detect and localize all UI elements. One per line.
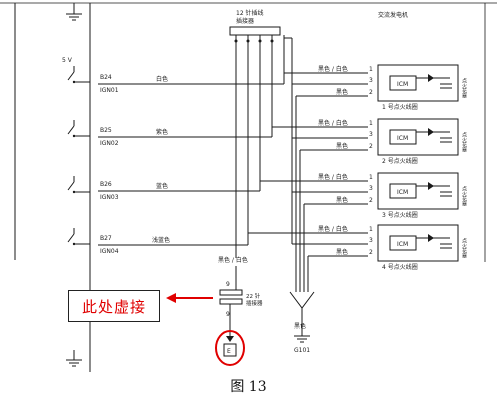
- svg-text:点火花塞: 点火花塞: [461, 78, 467, 98]
- circuit-code: B27: [100, 235, 112, 242]
- svg-text:2: 2: [369, 197, 373, 204]
- terminal-label: E: [227, 348, 231, 355]
- wire-color: 蓝色: [156, 182, 168, 190]
- svg-text:点火花塞: 点火花塞: [461, 186, 467, 206]
- svg-text:22 针: 22 针: [246, 292, 261, 300]
- svg-text:1: 1: [369, 174, 373, 181]
- coil-module-4: 黑色 / 白色 黑色 1 3 2 ICM 4 号点火线圈 点火花塞: [248, 224, 467, 271]
- switch-icon: [67, 66, 90, 246]
- svg-text:插接器: 插接器: [246, 299, 263, 307]
- fuse-label: 5 V: [62, 57, 73, 64]
- wire-color: 浅蓝色: [152, 236, 170, 244]
- svg-text:4 号点火线圈: 4 号点火线圈: [382, 263, 418, 271]
- circuit-2: B25 IGN02 紫色: [98, 127, 272, 147]
- svg-text:2 号点火线圈: 2 号点火线圈: [382, 157, 418, 165]
- figure-caption: 图 13: [230, 379, 267, 395]
- top-connector: 12 针插线 插接器: [229, 9, 293, 258]
- svg-text:1 号点火线圈: 1 号点火线圈: [382, 103, 418, 111]
- svg-text:9: 9: [226, 281, 230, 288]
- svg-text:ICM: ICM: [397, 241, 408, 248]
- svg-text:3: 3: [369, 185, 373, 192]
- red-arrow-icon: [166, 293, 213, 303]
- ground-wires: 黑色: [289, 96, 315, 336]
- faulty-ground-terminal[interactable]: E: [215, 330, 245, 366]
- svg-text:黑色: 黑色: [336, 248, 348, 256]
- svg-text:3: 3: [369, 237, 373, 244]
- svg-text:插接器: 插接器: [236, 17, 254, 25]
- circuit-ign: IGN04: [100, 248, 119, 255]
- callout-box: 此处虚接: [68, 290, 160, 322]
- svg-text:点火花塞: 点火花塞: [461, 132, 467, 152]
- svg-text:黑色 / 白色: 黑色 / 白色: [318, 173, 348, 181]
- circuit-code: B26: [100, 181, 112, 188]
- svg-text:黑色 / 白色: 黑色 / 白色: [218, 256, 248, 264]
- circuit-1: B24 IGN01 白色: [98, 74, 284, 94]
- svg-text:ICM: ICM: [397, 135, 408, 142]
- wire-color: 白色: [156, 75, 168, 83]
- circuit-code: B25: [100, 127, 112, 134]
- svg-text:3: 3: [369, 131, 373, 138]
- svg-text:2: 2: [369, 143, 373, 150]
- svg-text:1: 1: [369, 66, 373, 73]
- svg-text:黑色 / 白色: 黑色 / 白色: [318, 65, 348, 73]
- svg-text:2: 2: [369, 89, 373, 96]
- coil-module-1: 黑色 / 白色 黑色 1 3 2 ICM 1 号点火线圈 点火花塞: [284, 64, 467, 111]
- circuit-3: B26 IGN03 蓝色: [98, 181, 260, 201]
- svg-text:3: 3: [369, 77, 373, 84]
- top-ground-icon: [66, 3, 82, 21]
- ground-icon: [294, 335, 310, 343]
- ground-label: G101: [294, 347, 310, 354]
- ground-wire-color: 黑色: [294, 322, 306, 330]
- svg-text:1: 1: [369, 226, 373, 233]
- svg-text:3 号点火线圈: 3 号点火线圈: [382, 211, 418, 219]
- svg-text:黑色: 黑色: [336, 196, 348, 204]
- coil-module-2: 黑色 / 白色 黑色 1 3 2 ICM 2 号点火线圈 点火花塞: [272, 118, 467, 165]
- circuit-code: B24: [100, 74, 112, 81]
- alternator-label: 交流发电机: [378, 11, 408, 19]
- svg-text:9: 9: [226, 311, 230, 318]
- svg-text:12 针插线: 12 针插线: [236, 9, 264, 17]
- svg-text:ICM: ICM: [397, 81, 408, 88]
- svg-text:ICM: ICM: [397, 189, 408, 196]
- svg-text:黑色 / 白色: 黑色 / 白色: [318, 119, 348, 127]
- svg-text:黑色 / 白色: 黑色 / 白色: [318, 225, 348, 233]
- circuit-ign: IGN02: [100, 140, 119, 147]
- svg-text:黑色: 黑色: [336, 142, 348, 150]
- svg-text:点火花塞: 点火花塞: [461, 238, 467, 258]
- coil-module-3: 黑色 / 白色 黑色 1 3 2 ICM 3 号点火线圈 点火花塞: [260, 172, 467, 219]
- svg-text:1: 1: [369, 120, 373, 127]
- circuit-ign: IGN01: [100, 87, 119, 94]
- svg-text:2: 2: [369, 249, 373, 256]
- red-highlight-circle: [215, 330, 245, 366]
- circuit-ign: IGN03: [100, 194, 119, 201]
- connector-22: 黑色 / 白色 9 22 针 插接器 9: [218, 256, 263, 342]
- wire-color: 紫色: [156, 128, 168, 136]
- svg-text:黑色: 黑色: [336, 88, 348, 96]
- bottom-ground-icon: [66, 350, 82, 367]
- circuit-4: B27 IGN04 浅蓝色: [98, 235, 248, 255]
